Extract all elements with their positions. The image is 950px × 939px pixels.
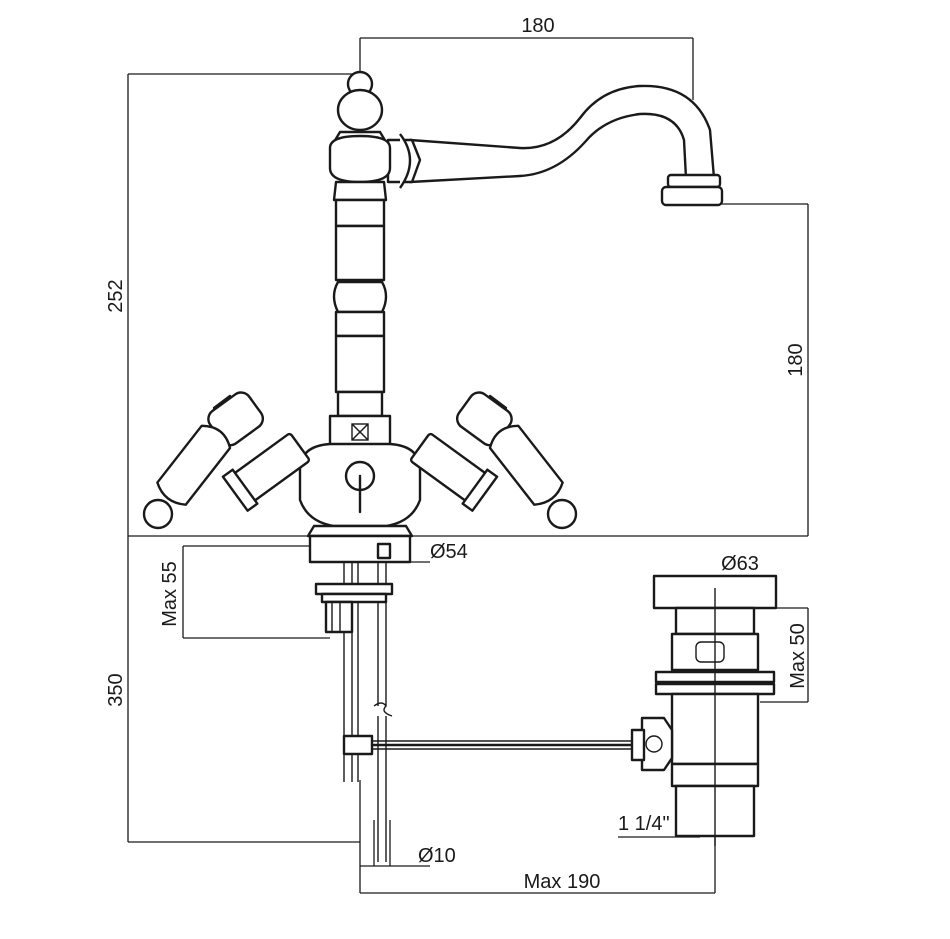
- dimension-lines: [127, 37, 809, 894]
- dim-waste-thread: 1 1/4": [618, 813, 670, 835]
- dim-rod-diameter: Ø10: [418, 845, 456, 867]
- waste-icon: [630, 574, 778, 846]
- under-deck-fixings: [314, 562, 634, 862]
- dim-shank-length: 350: [105, 673, 127, 706]
- dim-waste-diameter: Ø63: [721, 553, 759, 575]
- dim-spout-reach: 180: [521, 15, 554, 37]
- dim-rod-max: Max 190: [524, 871, 601, 893]
- dim-max-deck: Max 55: [159, 561, 181, 627]
- dim-base-diameter: Ø54: [430, 541, 468, 563]
- swan-neck-spout-icon: [408, 84, 716, 180]
- dim-total-height: 252: [105, 279, 127, 312]
- faucet-body: [142, 70, 724, 564]
- dim-spout-height: 180: [785, 343, 807, 376]
- dim-waste-max: Max 50: [787, 623, 809, 689]
- left-handle-icon: [142, 391, 311, 530]
- right-handle-icon: [409, 391, 578, 530]
